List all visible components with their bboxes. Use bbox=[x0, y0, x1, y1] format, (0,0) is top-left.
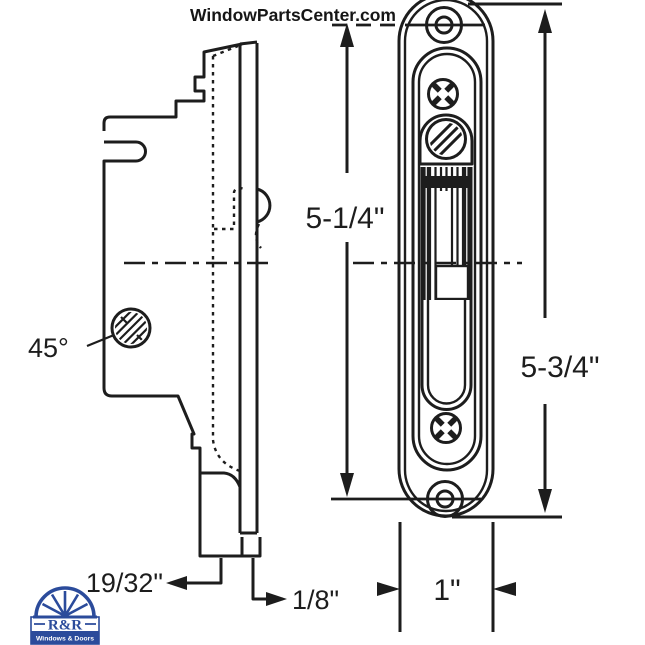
slotted-screw bbox=[425, 118, 467, 160]
hidden-edge-vertical bbox=[211, 44, 241, 473]
angle-screw bbox=[110, 307, 152, 349]
logo-arch-icon bbox=[34, 586, 96, 618]
latch-bump bbox=[256, 187, 272, 224]
dimension-lip: 1/8" bbox=[251, 558, 339, 615]
faceplate-outer bbox=[397, 0, 495, 518]
dimension-screw-spacing: 5-1/4" bbox=[305, 23, 385, 497]
dimension-angle: 45° bbox=[28, 333, 115, 363]
logo: R&R Windows & Doors bbox=[30, 586, 100, 645]
dimension-backset: 19/32" bbox=[86, 558, 223, 598]
pocket-inner bbox=[417, 52, 477, 466]
logo-banner bbox=[31, 631, 99, 645]
mounting-screw-bottom bbox=[331, 480, 481, 518]
dimension-overall-length: 5-3/4" bbox=[452, 2, 600, 519]
dim-label-width: 1" bbox=[433, 574, 460, 607]
side-view bbox=[102, 40, 272, 558]
mounting-screw-top bbox=[332, 6, 485, 44]
phillips-screw-top bbox=[427, 78, 459, 110]
lock-body-outline bbox=[102, 42, 262, 558]
pocket-outer bbox=[411, 46, 483, 472]
logo-arch-spokes bbox=[41, 591, 89, 618]
dim-label-angle: 45° bbox=[28, 333, 69, 363]
dimension-faceplate-width: 1" bbox=[377, 522, 516, 632]
dim-label-screw-spacing: 5-1/4" bbox=[305, 202, 384, 235]
latch-channel-outer bbox=[420, 167, 473, 411]
faceplate-inner bbox=[403, 0, 489, 513]
dim-label-lip: 1/8" bbox=[292, 585, 339, 615]
dim-label-overall-length: 5-3/4" bbox=[520, 351, 599, 384]
dim-label-backset: 19/32" bbox=[86, 568, 163, 598]
body-strip-joint bbox=[201, 471, 242, 488]
faceplate-edge-strip bbox=[238, 40, 259, 535]
hidden-latch-detail bbox=[214, 186, 262, 249]
logo-tagline: Windows & Doors bbox=[36, 636, 94, 643]
site-title: WindowPartsCenter.com bbox=[190, 5, 396, 25]
latch-bolt bbox=[422, 167, 471, 300]
phillips-screw-bottom bbox=[430, 412, 462, 444]
front-view bbox=[331, 0, 495, 518]
latch-channel-inner bbox=[426, 167, 467, 405]
logo-brand: R&R bbox=[48, 618, 82, 634]
